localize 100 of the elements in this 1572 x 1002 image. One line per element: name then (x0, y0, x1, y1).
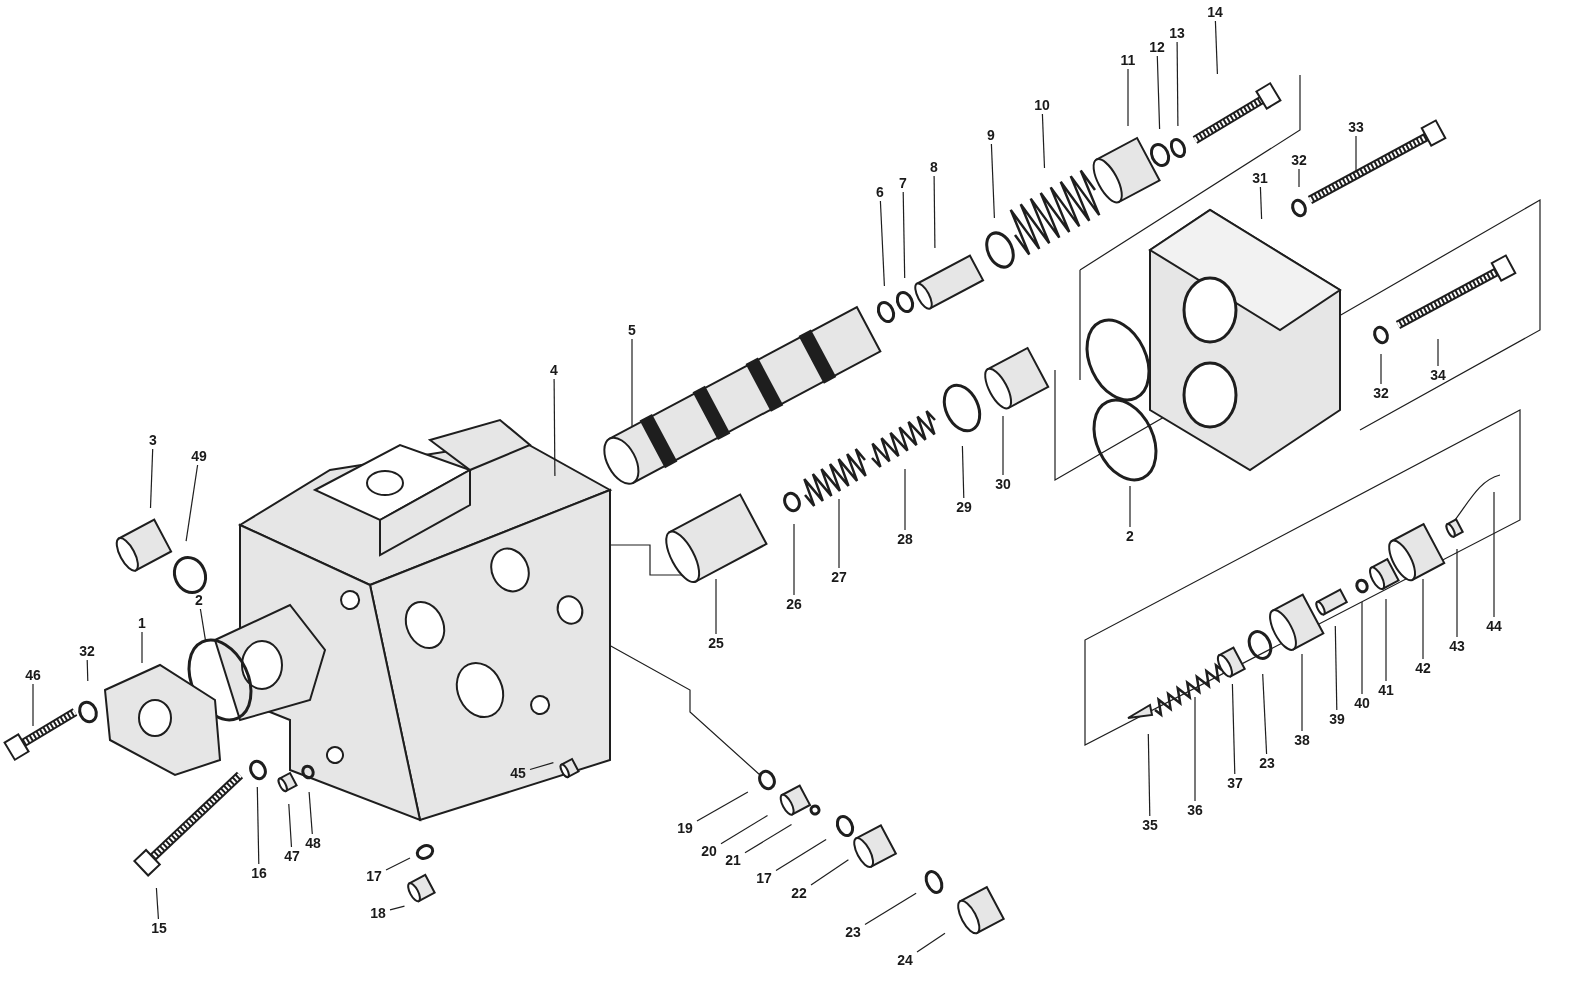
callout-number: 44 (1482, 617, 1506, 635)
callout-number: 9 (983, 126, 999, 144)
leader-line (864, 892, 917, 926)
leader-line (1422, 578, 1424, 660)
leader-line (961, 445, 965, 499)
leader-line (1262, 673, 1268, 755)
leader-line (385, 857, 411, 871)
leader-line (1176, 41, 1179, 127)
leader-line (185, 464, 199, 542)
leader-line (990, 143, 995, 219)
leader-line (904, 468, 906, 531)
leader-line (810, 859, 849, 886)
leader-line (838, 498, 840, 569)
callout-number: 27 (827, 568, 851, 586)
leader-line (1002, 415, 1004, 476)
leader-line (199, 608, 207, 642)
leader-line (720, 814, 769, 845)
callout-number: 24 (893, 951, 917, 969)
callout-number: 35 (1138, 816, 1162, 834)
callout-number: 5 (624, 321, 640, 339)
callout-number: 1 (134, 614, 150, 632)
callout-number: 41 (1374, 681, 1398, 699)
callout-number: 28 (893, 530, 917, 548)
leader-line (1361, 601, 1363, 695)
leader-line (631, 338, 633, 427)
leader-line (1129, 485, 1131, 528)
callout-number: 2 (1122, 527, 1138, 545)
leader-line (744, 823, 793, 854)
leader-line (288, 803, 293, 848)
callout-number: 8 (926, 158, 942, 176)
leader-line (308, 791, 313, 835)
callout-number: 26 (782, 595, 806, 613)
callout-number: 2 (191, 591, 207, 609)
callout-number: 14 (1203, 3, 1227, 21)
leader-line (1298, 168, 1300, 188)
callout-number: 39 (1325, 710, 1349, 728)
callout-number: 10 (1030, 96, 1054, 114)
callout-number: 32 (1287, 151, 1311, 169)
leader-line (696, 791, 749, 822)
leader-line (149, 448, 154, 509)
callout-number: 23 (841, 923, 865, 941)
callout-number: 30 (991, 475, 1015, 493)
leader-line (1231, 683, 1236, 775)
callout-number: 15 (147, 919, 171, 937)
callout-number: 42 (1411, 659, 1435, 677)
leader-line (1041, 113, 1046, 169)
leader-line (86, 659, 89, 682)
callout-number: 40 (1350, 694, 1374, 712)
leader-line (1301, 653, 1303, 732)
callout-number: 11 (1116, 51, 1140, 69)
leader-line (933, 175, 936, 249)
callout-number: 20 (697, 842, 721, 860)
leader-line (1380, 353, 1382, 385)
callout-number: 23 (1255, 754, 1279, 772)
callout-number: 46 (21, 666, 45, 684)
callout-number: 37 (1223, 774, 1247, 792)
leader-line (256, 786, 260, 865)
leader-line (1493, 491, 1495, 618)
callout-number: 6 (872, 183, 888, 201)
callout-number: 32 (75, 642, 99, 660)
leader-line (32, 683, 34, 727)
leader-line (1194, 696, 1196, 802)
leader-line (155, 887, 159, 920)
leader-line (1385, 598, 1387, 682)
leader-line (1259, 186, 1263, 220)
leader-line (916, 932, 946, 953)
callout-number: 43 (1445, 637, 1469, 655)
leader-line (1334, 625, 1338, 711)
leader-line (902, 191, 906, 279)
callout-number: 29 (952, 498, 976, 516)
callout-number: 17 (752, 869, 776, 887)
callout-number: 49 (187, 447, 211, 465)
leader-line (775, 838, 827, 872)
callout-number: 16 (247, 864, 271, 882)
callout-number: 45 (506, 764, 530, 782)
leader-line (1355, 135, 1357, 174)
callout-number: 17 (362, 867, 386, 885)
callout-number: 36 (1183, 801, 1207, 819)
leader-line (389, 905, 406, 911)
leader-line (1437, 338, 1439, 367)
leader-line (553, 378, 556, 477)
callout-number: 22 (787, 884, 811, 902)
leader-line (1214, 20, 1218, 75)
leader-line (1127, 68, 1129, 127)
leader-line (793, 523, 795, 596)
leader-line (1147, 733, 1151, 817)
leader-line (715, 578, 717, 635)
callout-number: 4 (546, 361, 562, 379)
callout-number: 7 (895, 174, 911, 192)
leader-line (141, 631, 143, 664)
callout-number: 34 (1426, 366, 1450, 384)
callout-number: 3 (145, 431, 161, 449)
callout-number: 33 (1344, 118, 1368, 136)
callout-number: 31 (1248, 169, 1272, 187)
callout-number: 38 (1290, 731, 1314, 749)
leader-line (1156, 55, 1161, 130)
leader-line (1456, 548, 1458, 638)
leader-line (529, 762, 554, 771)
callout-number: 18 (366, 904, 390, 922)
leader-line (879, 200, 885, 287)
